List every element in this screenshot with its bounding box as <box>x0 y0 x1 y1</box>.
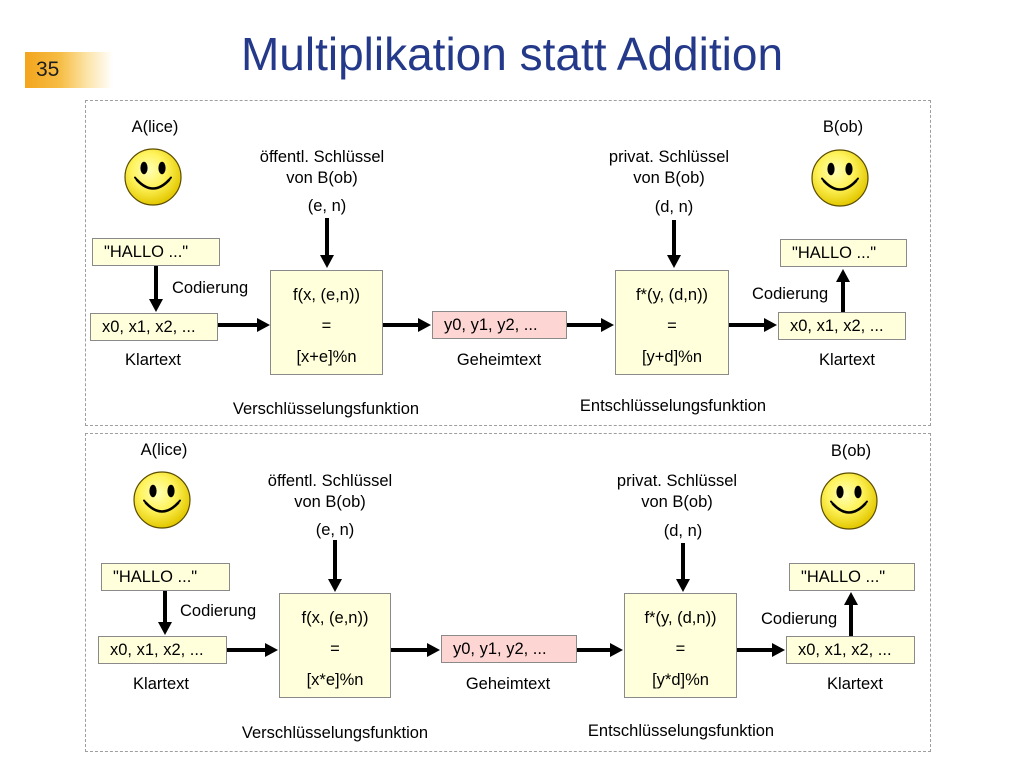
decryption-function-box: f*(y, (d,n)) = [y*d]%n <box>624 593 737 698</box>
encryption-formula-line3: [x+e]%n <box>296 348 357 366</box>
encryption-formula-line1: f(x, (e,n)) <box>293 286 360 304</box>
sender-encoding-label: Codierung <box>180 602 257 620</box>
ciphertext-label: Geheimtext <box>456 351 542 369</box>
receiver-encoding-label: Codierung <box>761 610 838 628</box>
public-key-label-line1: öffentl. Schlüssel <box>259 148 385 166</box>
sender-message-box: "HALLO ..." <box>101 563 230 591</box>
private-key-label-line1: privat. Schlüssel <box>608 148 730 166</box>
decryption-formula-line2: = <box>675 640 686 658</box>
ciphertext-label: Geheimtext <box>465 675 551 693</box>
receiver-message-box: "HALLO ..." <box>789 563 915 591</box>
decryption-function-label: Entschlüsselungsfunktion <box>579 397 767 415</box>
sender-plaintext-box: x0, x1, x2, ... <box>90 313 218 341</box>
decryption-function-box: f*(y, (d,n)) = [y+d]%n <box>615 270 729 375</box>
sender-plaintext-label: Klartext <box>125 351 181 369</box>
decryption-formula-line3: [y*d]%n <box>652 671 709 689</box>
receiver-label: B(ob) <box>822 118 864 136</box>
sender-label: A(lice) <box>131 118 179 136</box>
encryption-formula-line1: f(x, (e,n)) <box>301 609 369 627</box>
encryption-function-box: f(x, (e,n)) = [x*e]%n <box>279 593 391 698</box>
private-key-value: (d, n) <box>654 198 694 216</box>
receiver-plaintext-label: Klartext <box>819 351 875 369</box>
public-key-label-line1: öffentl. Schlüssel <box>267 472 393 490</box>
private-key-label-line1: privat. Schlüssel <box>616 472 738 490</box>
sender-label: A(lice) <box>140 441 188 459</box>
receiver-message-box: "HALLO ..." <box>780 239 907 267</box>
private-key-label-line2: von B(ob) <box>641 493 713 511</box>
receiver-plaintext-box: x0, x1, x2, ... <box>778 312 906 340</box>
encryption-function-label: Verschlüsselungsfunktion <box>241 724 429 742</box>
private-key-value: (d, n) <box>663 522 703 540</box>
receiver-plaintext-box: x0, x1, x2, ... <box>786 636 915 664</box>
public-key-label-line2: von B(ob) <box>286 169 358 187</box>
slide-number-badge: 35 <box>25 52 113 88</box>
decryption-formula-line3: [y+d]%n <box>641 348 703 366</box>
slide-title: Multiplikation statt Addition <box>240 28 784 80</box>
receiver-encoding-label: Codierung <box>752 285 829 303</box>
receiver-smiley-icon <box>819 471 879 531</box>
encryption-function-label: Verschlüsselungsfunktion <box>232 400 420 418</box>
panel-frame <box>85 433 931 752</box>
public-key-label-line2: von B(ob) <box>294 493 366 511</box>
public-key-value: (e, n) <box>307 197 347 215</box>
slide-number: 35 <box>36 58 60 81</box>
sender-smiley-icon <box>123 147 183 207</box>
sender-smiley-icon <box>132 470 192 530</box>
receiver-label: B(ob) <box>830 442 872 460</box>
ciphertext-box: y0, y1, y2, ... <box>441 635 577 663</box>
public-key-label: öffentl. Schlüssel von B(ob) <box>260 147 384 189</box>
public-key-label: öffentl. Schlüssel von B(ob) <box>268 471 392 513</box>
decryption-formula-line1: f*(y, (d,n)) <box>644 609 717 627</box>
receiver-smiley-icon <box>810 148 870 208</box>
sender-plaintext-label: Klartext <box>133 675 189 693</box>
ciphertext-box: y0, y1, y2, ... <box>432 311 567 339</box>
private-key-label: privat. Schlüssel von B(ob) <box>609 147 729 189</box>
sender-plaintext-box: x0, x1, x2, ... <box>98 636 227 664</box>
receiver-plaintext-label: Klartext <box>827 675 883 693</box>
decryption-function-label: Entschlüsselungsfunktion <box>587 722 775 740</box>
sender-encoding-label: Codierung <box>172 279 249 297</box>
private-key-label: privat. Schlüssel von B(ob) <box>617 471 737 513</box>
public-key-value: (e, n) <box>315 521 355 539</box>
encryption-formula-line2: = <box>321 317 332 335</box>
encryption-function-box: f(x, (e,n)) = [x+e]%n <box>270 270 383 375</box>
decryption-formula-line1: f*(y, (d,n)) <box>635 286 709 304</box>
sender-message-box: "HALLO ..." <box>92 238 220 266</box>
encryption-formula-line2: = <box>330 640 340 658</box>
private-key-label-line2: von B(ob) <box>633 169 705 187</box>
panel-frame <box>85 100 931 426</box>
decryption-formula-line2: = <box>667 317 677 335</box>
encryption-formula-line3: [x*e]%n <box>306 671 364 689</box>
